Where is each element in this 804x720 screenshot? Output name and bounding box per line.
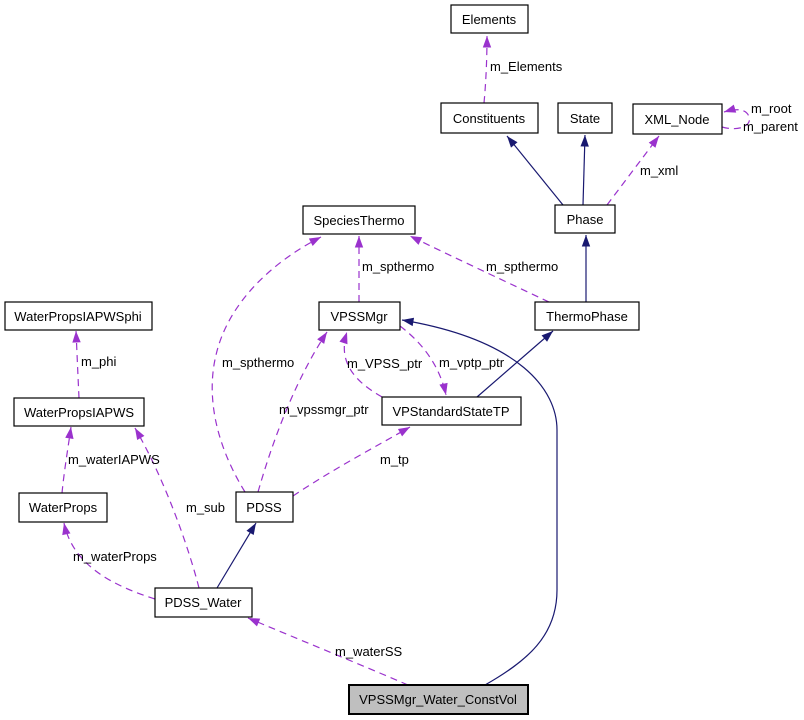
node-thermo-phase-box	[534, 301, 640, 331]
node-pdss-label: PDSS	[246, 500, 282, 515]
node-vpssmgr-water-constvol: VPSSMgr_Water_ConstVol	[348, 684, 529, 715]
node-constituents-box	[440, 102, 539, 134]
node-state-label: State	[570, 111, 600, 126]
node-species-thermo-box	[302, 205, 416, 235]
node-vpssmgr[interactable]: VPSSMgr	[318, 301, 401, 331]
edge-label-m-waterss: m_waterSS	[335, 644, 403, 659]
node-pdss[interactable]: PDSS	[235, 491, 294, 523]
edge-pdss-speciesthermo	[211, 236, 322, 493]
edge-phase-state	[580, 134, 589, 206]
edge-label-m-sub: m_sub	[186, 500, 225, 515]
edge-label-m-vpssmgr-ptr: m_vpssmgr_ptr	[279, 402, 369, 417]
node-xml-node-box	[632, 103, 723, 135]
edge-pdsswater-waterpropsiapws	[134, 427, 200, 589]
node-xml-node[interactable]: XML_Node	[632, 103, 723, 135]
node-species-thermo[interactable]: SpeciesThermo	[302, 205, 416, 235]
node-vpssmgr-water-constvol-box	[348, 684, 529, 715]
node-elements-label: Elements	[462, 12, 517, 27]
node-state[interactable]: State	[557, 102, 613, 134]
node-water-props-iapws-phi-box	[4, 301, 153, 331]
edge-label-m-vpss-ptr: m_VPSS_ptr	[347, 356, 423, 371]
node-state-box	[557, 102, 613, 134]
node-thermo-phase[interactable]: ThermoPhase	[534, 301, 640, 331]
edge-waterpropsiapws-waterpropsiapwsphi	[72, 330, 81, 399]
node-vp-standard-state-tp[interactable]: VPStandardStateTP	[381, 396, 522, 426]
edge-vpstandardstatetp-vpssmgr	[339, 331, 383, 398]
node-vp-standard-state-tp-box	[381, 396, 522, 426]
edge-label-m-spthermo-left: m_spthermo	[222, 355, 294, 370]
edge-label-m-spthermo-right: m_spthermo	[486, 259, 558, 274]
edge-label-m-parent: m_parent	[743, 119, 798, 134]
edge-waterprops-waterpropsiapws	[61, 426, 74, 494]
edge-pdsswater-pdss	[216, 522, 257, 589]
edge-label-m-spthermo-center: m_spthermo	[362, 259, 434, 274]
node-water-props-iapws-phi-label: WaterPropsIAPWSphi	[14, 309, 142, 324]
edge-phase-constituents	[506, 135, 564, 206]
node-constituents[interactable]: Constituents	[440, 102, 539, 134]
edge-label-m-phi: m_phi	[81, 354, 117, 369]
node-xml-node-label: XML_Node	[644, 112, 709, 127]
edge-vpssmgrwaterconstvol-vpssmgr	[401, 317, 558, 686]
node-vpssmgr-water-constvol-label: VPSSMgr_Water_ConstVol	[359, 692, 517, 707]
edge-phase-xmlnode	[606, 135, 660, 206]
edge-label-m-wateriapws: m_waterIAPWS	[68, 452, 160, 467]
edge-pdsswater-waterprops	[62, 522, 156, 600]
edge-thermophase-speciesthermo	[409, 235, 550, 303]
node-pdss-water[interactable]: PDSS_Water	[154, 587, 253, 618]
edge-vpstandardstatetp-thermophase	[476, 330, 554, 398]
node-vpssmgr-box	[318, 301, 401, 331]
edge-pdss-vpssmgr	[257, 331, 328, 493]
node-water-props-iapws[interactable]: WaterPropsIAPWS	[13, 397, 145, 427]
edge-constituents-elements	[482, 35, 492, 104]
node-water-props-iapws-box	[13, 397, 145, 427]
edge-label-m-elements: m_Elements	[490, 59, 563, 74]
edge-xmlnode-self-loop	[721, 104, 751, 130]
edge-vpssmgr-vpstandardstatetp	[399, 325, 448, 396]
node-phase[interactable]: Phase	[554, 204, 616, 234]
edge-label-m-root: m_root	[751, 101, 792, 116]
node-pdss-box	[235, 491, 294, 523]
node-constituents-label: Constituents	[453, 111, 526, 126]
node-phase-label: Phase	[567, 212, 604, 227]
node-water-props[interactable]: WaterProps	[18, 492, 108, 523]
node-water-props-label: WaterProps	[29, 500, 98, 515]
node-pdss-water-box	[154, 587, 253, 618]
node-water-props-iapws-label: WaterPropsIAPWS	[24, 405, 134, 420]
node-species-thermo-label: SpeciesThermo	[313, 213, 404, 228]
edge-pdss-vpstandardstatetp	[292, 426, 411, 497]
edge-label-m-tp: m_tp	[380, 452, 409, 467]
node-vp-standard-state-tp-label: VPStandardStateTP	[392, 404, 509, 419]
node-vpssmgr-label: VPSSMgr	[330, 309, 388, 324]
edge-label-m-xml: m_xml	[640, 163, 678, 178]
node-water-props-iapws-phi[interactable]: WaterPropsIAPWSphi	[4, 301, 153, 331]
edge-label-m-waterprops: m_waterProps	[73, 549, 157, 564]
edge-label-m-vptp-ptr: m_vptp_ptr	[439, 355, 505, 370]
node-pdss-water-label: PDSS_Water	[165, 595, 242, 610]
node-thermo-phase-label: ThermoPhase	[546, 309, 628, 324]
node-phase-box	[554, 204, 616, 234]
node-water-props-box	[18, 492, 108, 523]
node-elements-box	[450, 4, 529, 34]
node-elements[interactable]: Elements	[450, 4, 529, 34]
